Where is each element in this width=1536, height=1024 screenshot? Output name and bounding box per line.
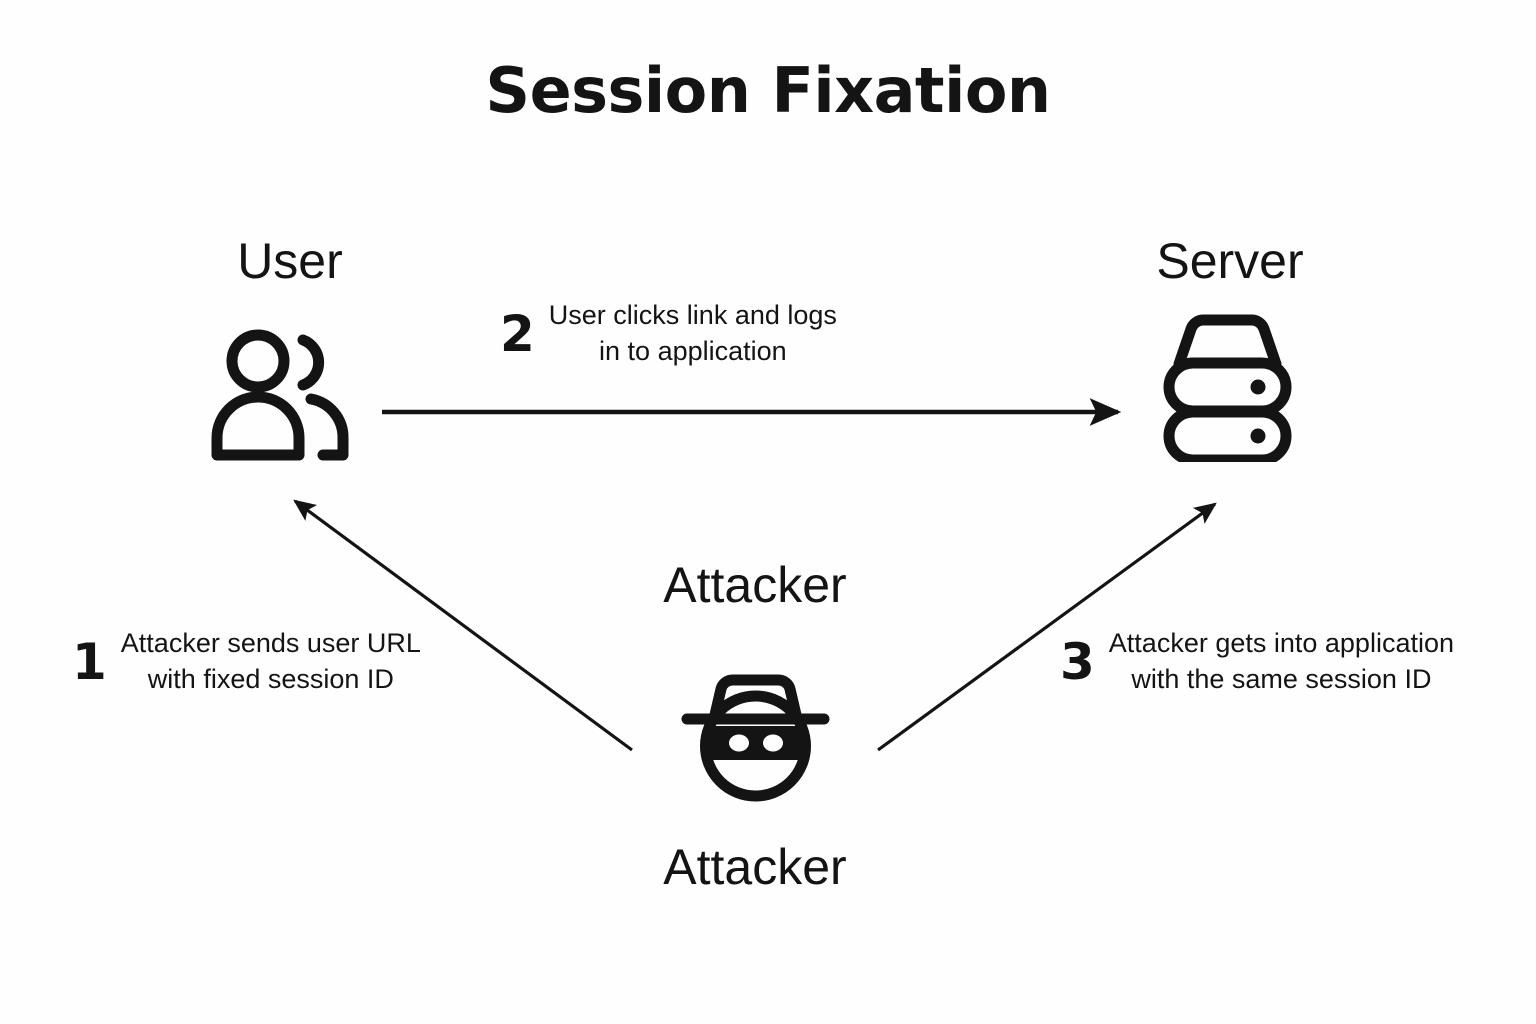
step-1-text: Attacker sends user URL with fixed sessi… <box>120 628 421 694</box>
step-2-number: 2 <box>500 304 535 363</box>
step-1-number: 1 <box>72 632 107 691</box>
users-icon <box>210 326 360 466</box>
step-2-text: User clicks link and logs in to applicat… <box>548 300 837 366</box>
masked-attacker-icon <box>678 662 833 817</box>
user-node-label: User <box>237 233 343 289</box>
attacker-node-label-bottom: Attacker <box>663 839 847 895</box>
server-node-label: Server <box>1156 233 1304 289</box>
step-2-annotation: 2 User clicks link and logs in to applic… <box>500 298 837 370</box>
server-icon <box>1155 312 1300 466</box>
step-3-number: 3 <box>1060 632 1095 691</box>
page-title: Session Fixation <box>485 54 1051 127</box>
attacker-node-label-top: Attacker <box>663 557 847 613</box>
step-3-annotation: 3 Attacker gets into application with th… <box>1060 626 1454 698</box>
step-1-annotation: 1 Attacker sends user URL with fixed ses… <box>72 626 421 698</box>
step-3-text: Attacker gets into application with the … <box>1108 628 1454 694</box>
